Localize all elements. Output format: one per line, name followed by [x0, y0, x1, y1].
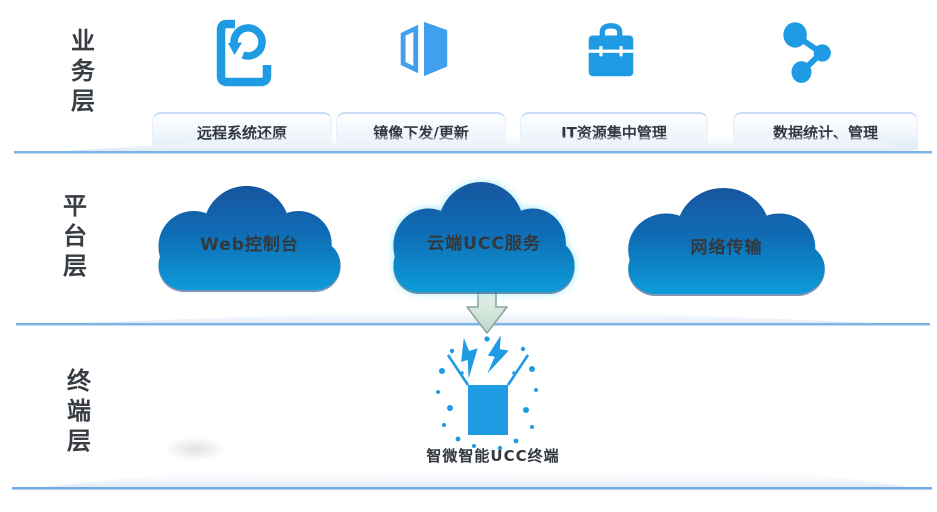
cloud-label: Web控制台 — [200, 234, 299, 255]
terminal-label: 智微智能UCC终端 — [426, 447, 560, 465]
watermark-smudge — [166, 438, 224, 460]
layer-divider — [12, 473, 932, 490]
layer-divider — [14, 136, 932, 154]
layer-label-terminal: 终端层 — [67, 367, 91, 455]
briefcase-icon — [580, 16, 642, 90]
plate-label: 远程系统还原 — [196, 123, 287, 142]
cloud-network-transfer: 网络传输 — [605, 186, 848, 296]
mirror-update-icon — [392, 18, 454, 84]
cloud-web-console: Web控制台 — [137, 184, 362, 292]
cloud-label: 云端UCC服务 — [427, 233, 541, 254]
layer-label-business: 业务层 — [71, 27, 95, 115]
cloud-label: 网络传输 — [690, 237, 763, 258]
layer-label-platform: 平台层 — [63, 192, 87, 280]
ucc-terminal-icon — [428, 329, 546, 459]
share-nodes-icon — [777, 18, 835, 92]
cloud-ucc-service: 云端UCC服务 — [372, 180, 596, 294]
system-restore-icon — [212, 16, 276, 96]
